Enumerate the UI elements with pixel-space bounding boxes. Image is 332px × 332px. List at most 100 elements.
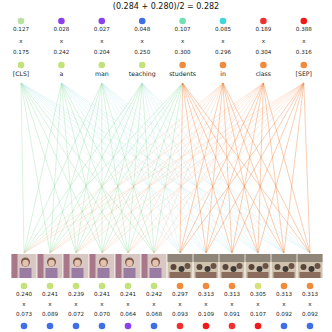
score-dot	[307, 323, 314, 330]
attention-line	[24, 83, 102, 253]
attention-line	[142, 83, 310, 253]
attention-line	[50, 83, 142, 253]
attention-line	[21, 83, 24, 253]
attention-line	[180, 83, 183, 253]
score-dot	[99, 18, 106, 25]
score-dot	[47, 323, 54, 330]
score-dot	[203, 323, 210, 330]
score-value: 0.250	[134, 50, 150, 56]
attention-line	[180, 83, 304, 253]
score-value: 0.070	[94, 312, 110, 318]
score-value: 0.313	[198, 292, 214, 298]
score-dot	[151, 283, 158, 290]
attention-line	[102, 83, 263, 253]
token-label: in	[220, 71, 226, 77]
score-dot	[151, 323, 158, 330]
video-frame	[194, 254, 219, 278]
score-dot	[255, 283, 262, 290]
score-value: 0.297	[172, 292, 188, 298]
attention-line	[142, 83, 258, 253]
score-value: 0.313	[302, 292, 318, 298]
attention-line	[76, 83, 223, 253]
score-dot	[307, 283, 314, 290]
attention-line	[102, 83, 154, 253]
attention-line	[304, 83, 310, 253]
attention-line	[223, 83, 284, 253]
video-frame	[90, 254, 115, 278]
token-label: [SEP]	[296, 71, 312, 77]
score-dot	[47, 283, 54, 290]
score-dot	[73, 283, 80, 290]
score-dot	[203, 283, 210, 290]
score-dot	[301, 62, 308, 69]
score-dot	[58, 62, 65, 69]
video-frame	[142, 254, 167, 278]
score-value: 0.027	[94, 27, 110, 33]
attention-line	[102, 83, 304, 253]
score-dot	[99, 323, 106, 330]
multiply-sign: x	[141, 39, 144, 45]
token-label: class	[256, 71, 271, 77]
video-frame	[220, 254, 245, 278]
score-value: 0.064	[120, 312, 136, 318]
score-value: 0.242	[146, 292, 162, 298]
attention-line	[24, 83, 223, 253]
score-value: 0.239	[68, 292, 84, 298]
attention-line	[154, 83, 183, 253]
multiply-sign: x	[302, 39, 305, 45]
multiply-sign: x	[178, 302, 181, 308]
score-value: 0.241	[120, 292, 136, 298]
multiply-sign: x	[60, 39, 63, 45]
multiply-sign: x	[308, 302, 311, 308]
score-dot	[177, 323, 184, 330]
attention-line	[284, 83, 304, 253]
attention-line	[154, 83, 263, 253]
formula-title: (0.284 + 0.280)/2 = 0.282	[113, 3, 219, 11]
score-value: 0.107	[250, 312, 266, 318]
score-dot	[260, 62, 267, 69]
score-value: 0.089	[42, 312, 58, 318]
multiply-sign: x	[100, 39, 103, 45]
attention-line	[206, 83, 304, 253]
score-value: 0.127	[13, 27, 29, 33]
attention-line	[24, 83, 263, 253]
attention-line	[154, 83, 304, 253]
video-frame	[38, 254, 63, 278]
attention-line	[21, 83, 128, 253]
attention-line	[61, 83, 232, 253]
score-value: 0.093	[172, 312, 188, 318]
attention-line	[21, 83, 180, 253]
token-label: students	[169, 71, 196, 77]
score-dot	[281, 283, 288, 290]
attention-line	[223, 83, 310, 253]
attention-line	[61, 83, 284, 253]
score-dot	[179, 18, 186, 25]
attention-line	[21, 83, 284, 253]
score-value: 0.092	[276, 312, 292, 318]
score-dot	[255, 323, 262, 330]
score-value: 0.388	[296, 27, 312, 33]
score-value: 0.107	[175, 27, 191, 33]
score-dot	[99, 62, 106, 69]
score-dot	[281, 323, 288, 330]
attention-line	[102, 83, 206, 253]
score-value: 0.242	[53, 50, 69, 56]
attention-line	[102, 83, 223, 253]
score-dot	[220, 18, 227, 25]
multiply-sign: x	[181, 39, 184, 45]
attention-line	[50, 83, 263, 253]
score-dot	[229, 323, 236, 330]
score-value: 0.068	[146, 312, 162, 318]
attention-line	[50, 83, 304, 253]
attention-lines	[21, 83, 310, 253]
score-value: 0.296	[215, 50, 231, 56]
attention-line	[76, 83, 263, 253]
multiply-sign: x	[256, 302, 259, 308]
score-dot	[139, 18, 146, 25]
score-dot	[18, 62, 25, 69]
score-value: 0.316	[296, 50, 312, 56]
attention-line	[180, 83, 263, 253]
attention-line	[76, 83, 183, 253]
score-dot	[177, 283, 184, 290]
video-frame	[272, 254, 297, 278]
